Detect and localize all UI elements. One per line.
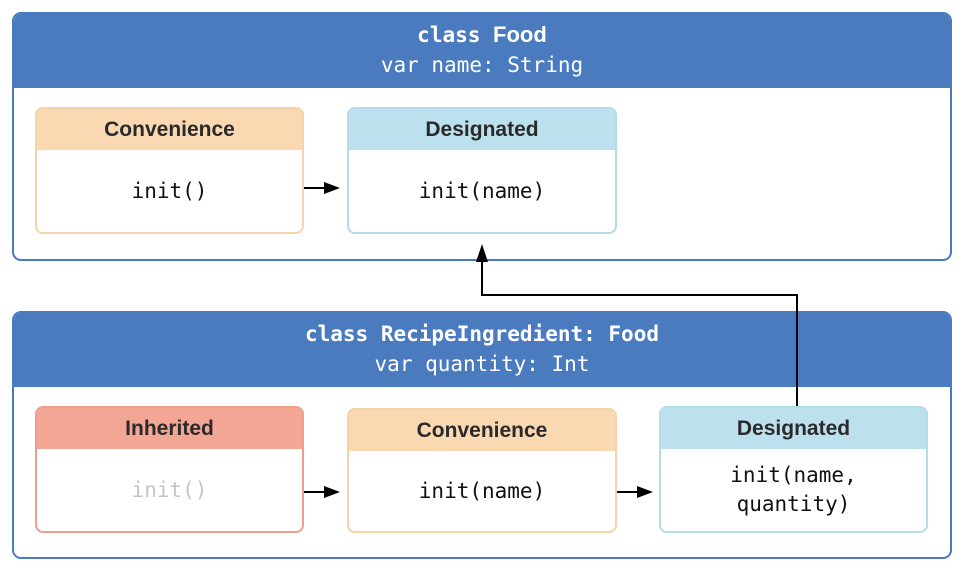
food-class-header: class Food var name: String xyxy=(14,14,950,88)
food-designated-title: Designated xyxy=(349,109,615,150)
food-class-keyword: class xyxy=(417,23,481,47)
recipe-designated-init-box: Designated init(name, quantity) xyxy=(659,406,928,533)
food-designated-init: init(name) xyxy=(418,178,546,203)
recipe-designated-title: Designated xyxy=(661,408,926,449)
arrow-food-convenience-to-designated xyxy=(304,182,340,194)
recipe-inherited-title: Inherited xyxy=(37,408,302,449)
recipe-convenience-init-box: Convenience init(name) xyxy=(347,408,617,533)
food-convenience-init: init() xyxy=(131,178,208,203)
recipe-ingredient-class-declaration: class RecipeIngredient: Food xyxy=(304,322,659,346)
recipe-convenience-init: init(name) xyxy=(418,478,546,503)
food-convenience-init-box: Convenience init() xyxy=(35,107,304,234)
arrow-recipe-designated-to-food-designated xyxy=(476,244,798,406)
recipe-inherited-init: init() xyxy=(131,477,208,502)
food-class-property: var name: String xyxy=(380,53,584,77)
food-designated-init-box: Designated init(name) xyxy=(347,107,617,234)
food-convenience-title: Convenience xyxy=(37,109,302,150)
arrow-recipe-inherited-to-convenience xyxy=(304,486,340,498)
recipe-convenience-title: Convenience xyxy=(349,410,615,451)
arrow-recipe-convenience-to-designated xyxy=(617,486,653,498)
recipe-inherited-init-box: Inherited init() xyxy=(35,406,304,533)
recipe-ingredient-class-header: class RecipeIngredient: Food var quantit… xyxy=(14,313,950,387)
food-class-name: Food xyxy=(493,22,547,47)
recipe-ingredient-class-property: var quantity: Int xyxy=(374,352,590,376)
recipe-designated-init: init(name, quantity) xyxy=(730,463,857,516)
food-class-title: class Food xyxy=(14,20,950,50)
